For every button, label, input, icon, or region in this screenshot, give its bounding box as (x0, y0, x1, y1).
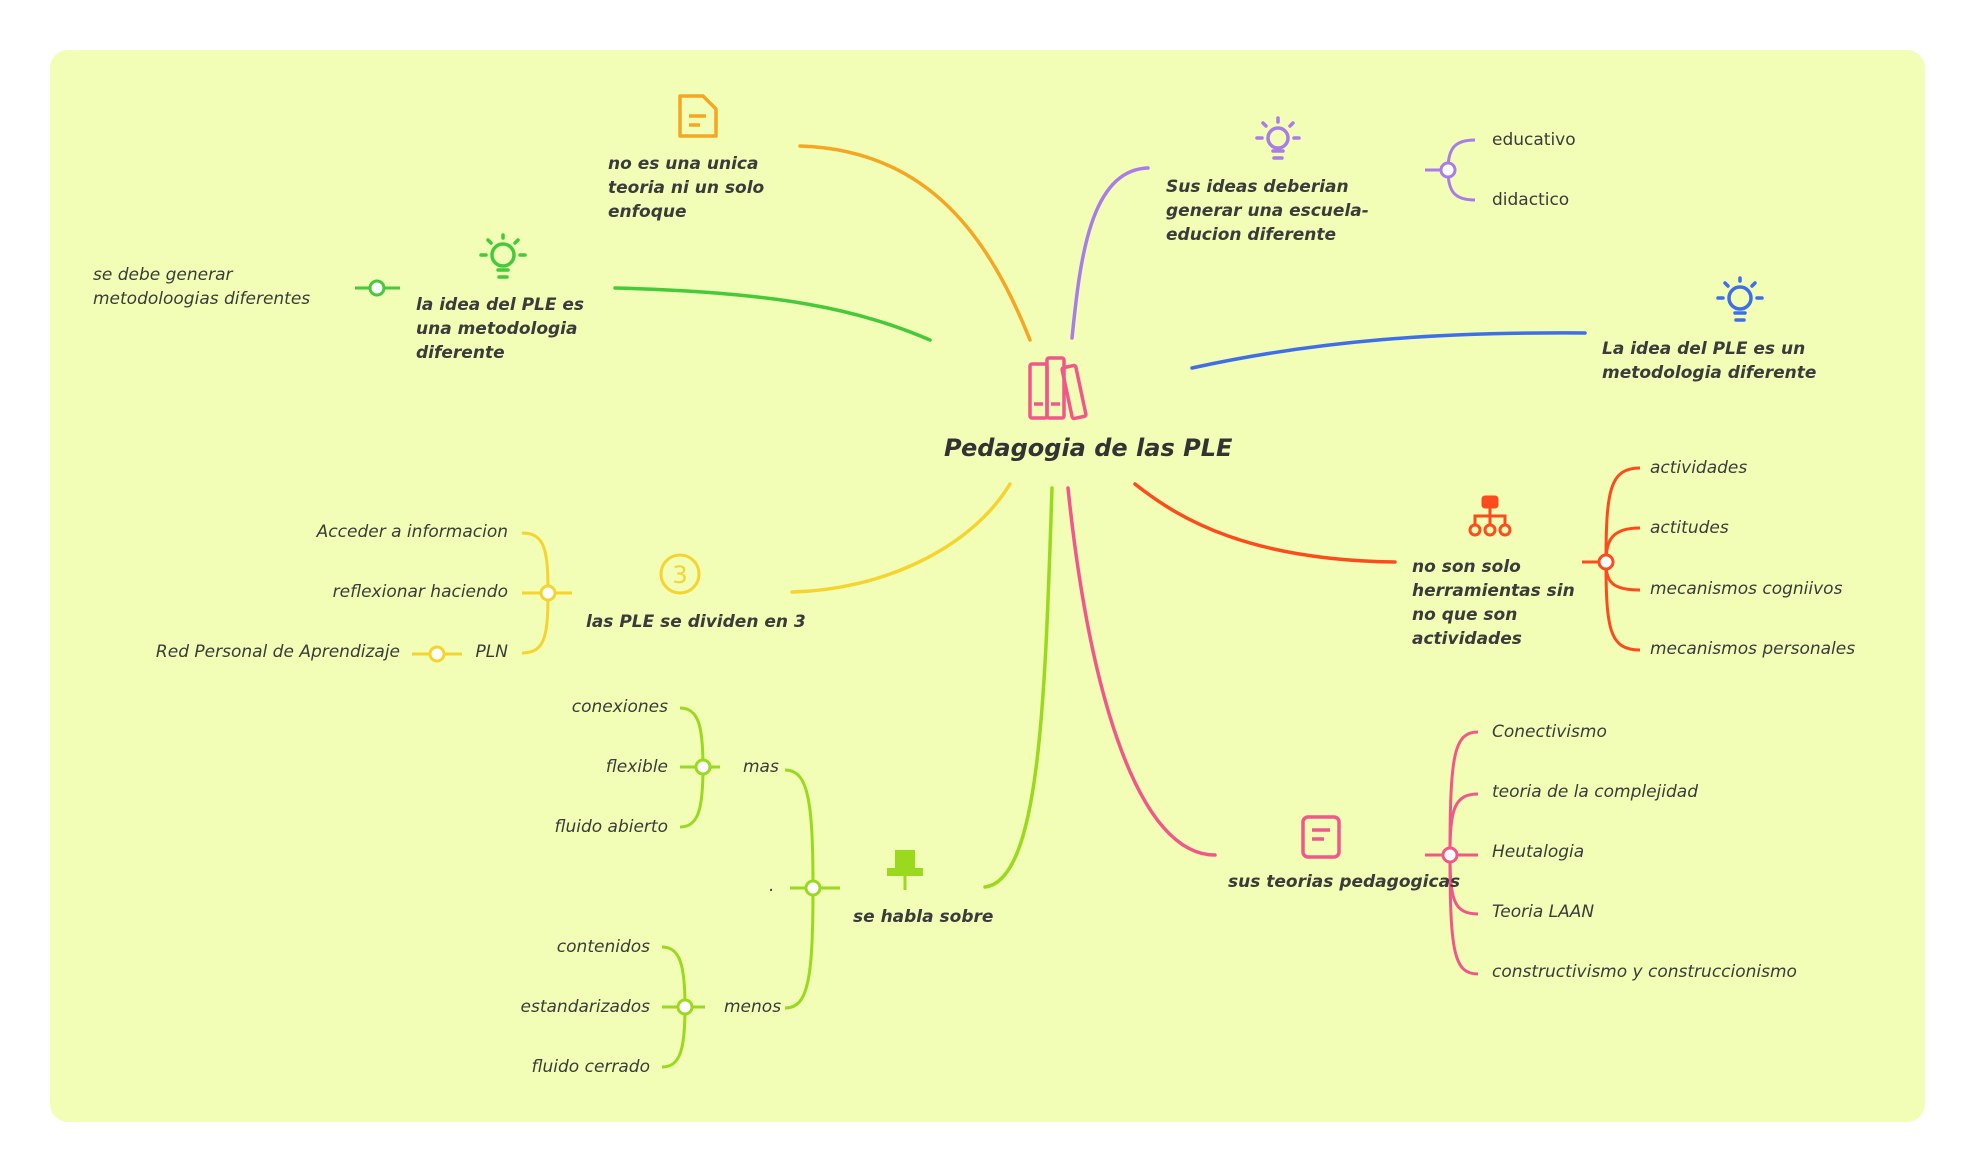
node-mas[interactable]: mas (743, 757, 779, 777)
node-reflexionar-haciendo[interactable]: reflexionar haciendo (332, 582, 508, 602)
connector-ideas (1425, 138, 1476, 202)
node-mecanismos-cognitivos[interactable]: mecanismos cogniivos (1650, 579, 1843, 599)
node-teorias[interactable]: sus teorias pedagogicas (1228, 872, 1461, 892)
branch-line-divididen (790, 482, 1012, 594)
connector-teorias (1425, 730, 1479, 976)
branch-line-herramientas (1133, 482, 1397, 564)
lightbulb-icon (479, 233, 527, 279)
document-icon (678, 94, 718, 138)
node-teoria-laan[interactable]: Teoria LAAN (1492, 902, 1595, 922)
node-constructivismo[interactable]: constructivismo y construccionismo (1492, 962, 1797, 982)
node-metodologia[interactable]: la idea del PLE es una metodologia difer… (416, 295, 585, 363)
node-mecanismos-personales[interactable]: mecanismos personales (1650, 639, 1856, 659)
node-metodologia2[interactable]: La idea del PLE es un metodologia difere… (1602, 339, 1817, 383)
node-contenidos[interactable]: contenidos (556, 937, 650, 957)
connector-habla (661, 706, 840, 1069)
lightbulb-icon (1255, 116, 1301, 160)
branch-line-teorias (1066, 486, 1217, 857)
node-educativo[interactable]: educativo (1492, 130, 1576, 150)
node-teoria[interactable]: no es una unica teoria ni un solo enfoqu… (608, 154, 765, 222)
node-ideas[interactable]: Sus ideas deberian generar una escuela-e… (1166, 177, 1369, 245)
node-pln[interactable]: PLN (475, 642, 508, 662)
node-dot[interactable]: . (769, 876, 775, 896)
branch-line-habla (983, 486, 1054, 889)
branch-line-metodologia2 (1190, 331, 1587, 370)
branch-line-metodologia (613, 286, 932, 342)
node-fluido-cerrado[interactable]: fluido cerrado (531, 1057, 650, 1077)
branch-line-teoria (798, 144, 1032, 342)
node-conectivismo[interactable]: Conectivismo (1492, 722, 1607, 742)
books-icon (1028, 356, 1088, 421)
node-fluido-abierto[interactable]: fluido abierto (554, 817, 668, 837)
node-divididen[interactable]: las PLE se dividen en 3 (586, 612, 806, 632)
node-estandarizados[interactable]: estandarizados (520, 997, 650, 1017)
connector-divididen (412, 531, 572, 663)
node-actividades[interactable]: actividades (1650, 458, 1748, 478)
node-acceder-informacion[interactable]: Acceder a informacion (316, 522, 508, 542)
lightbulb-icon (1716, 276, 1764, 322)
node-generar-metodologias[interactable]: se debe generar metodoloogias diferentes (93, 265, 311, 309)
pin-icon (887, 850, 923, 890)
branch-line-ideas (1070, 166, 1150, 340)
hierarchy-icon (1468, 495, 1512, 537)
central-topic-title[interactable]: Pedagogia de las PLE (944, 434, 1233, 462)
node-didactico[interactable]: didactico (1492, 190, 1570, 210)
connector-metodologia (355, 279, 400, 297)
connector-herramientas (1582, 466, 1641, 652)
number-three-glyph: 3 (672, 561, 687, 589)
node-heutalogia[interactable]: Heutalogia (1492, 842, 1585, 862)
node-menos[interactable]: menos (724, 997, 782, 1017)
node-red-personal[interactable]: Red Personal de Aprendizaje (155, 642, 400, 662)
node-habla[interactable]: se habla sobre (853, 907, 994, 927)
note-icon (1301, 815, 1341, 859)
node-actitudes[interactable]: actitudes (1650, 518, 1729, 538)
node-teoria-complejidad[interactable]: teoria de la complejidad (1492, 782, 1698, 802)
node-conexiones[interactable]: conexiones (571, 697, 668, 717)
node-herramientas[interactable]: no son solo herramientas sin no que son … (1412, 557, 1575, 649)
node-flexible[interactable]: flexible (605, 757, 668, 777)
number-three-icon (659, 553, 701, 595)
mindmap-canvas (50, 50, 1925, 1122)
